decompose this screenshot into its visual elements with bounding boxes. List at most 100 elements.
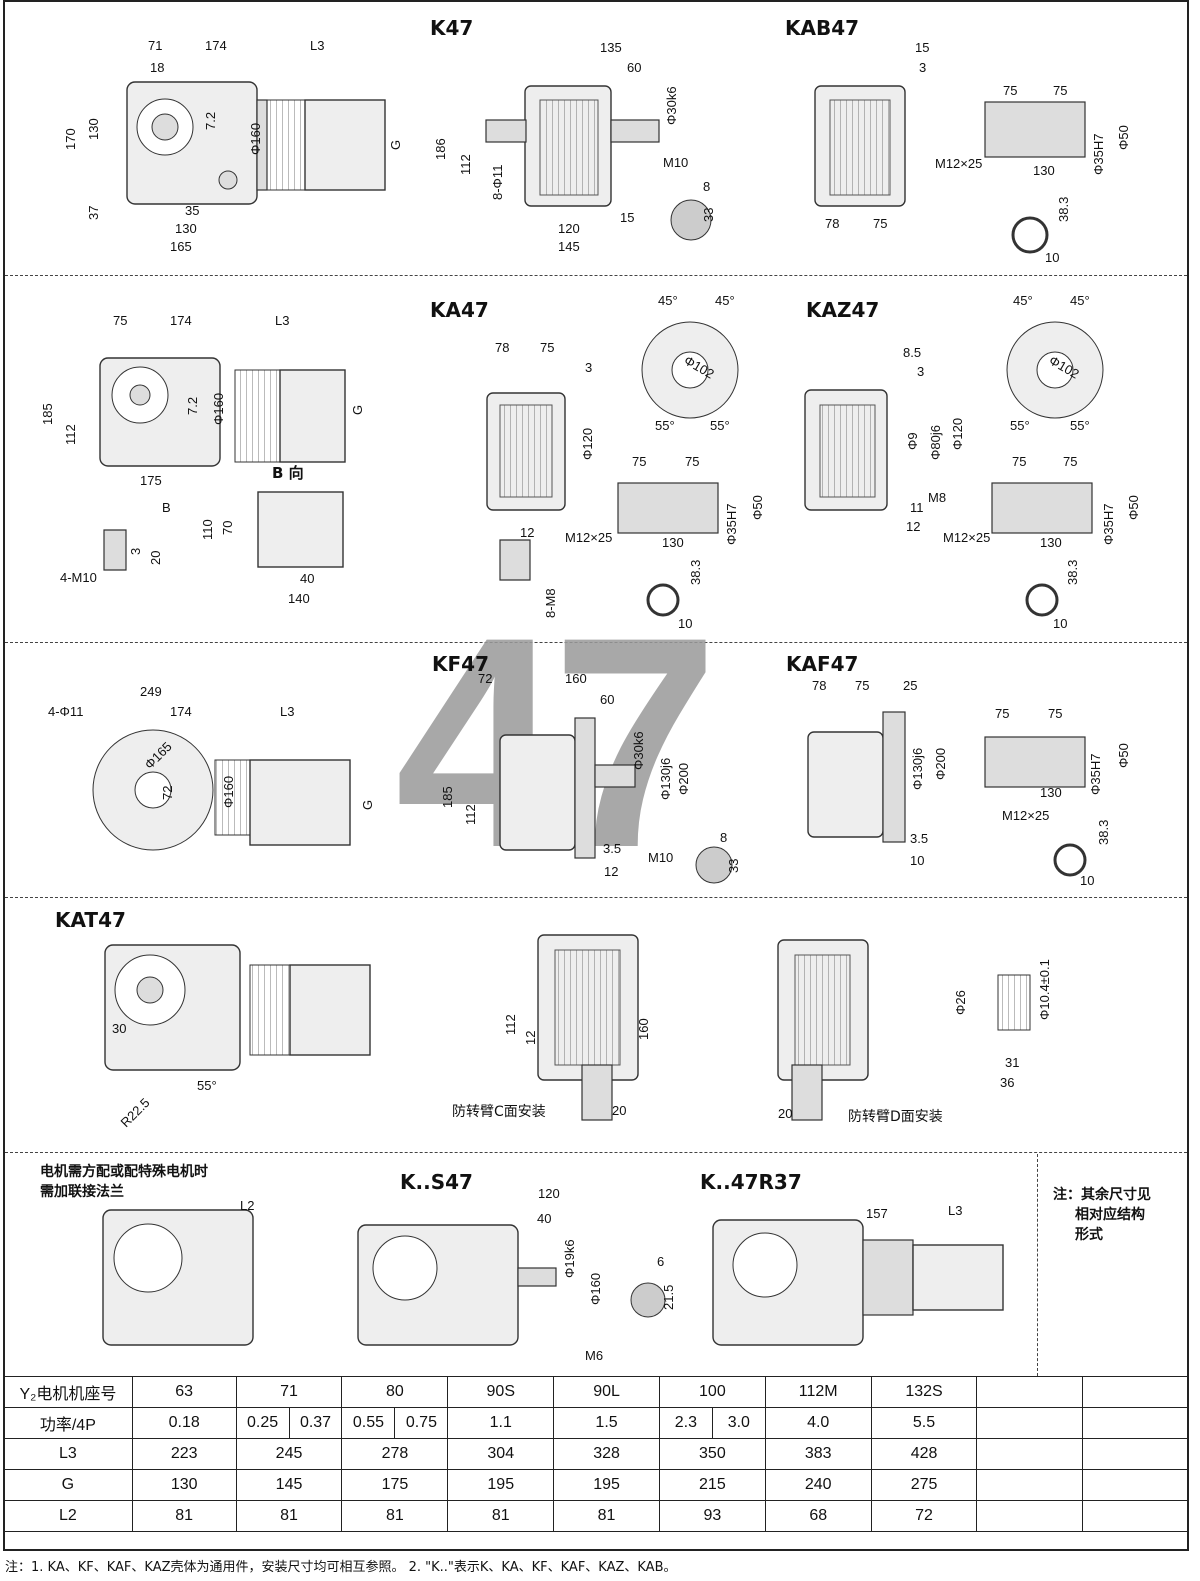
dimension-text: 75: [540, 340, 554, 355]
dimension-text: 40: [300, 571, 314, 586]
dimension-text: 170: [63, 128, 78, 150]
dimension-text: Φ130j6: [658, 758, 673, 800]
table-cell: [976, 1407, 1084, 1439]
footnote: 注：1. KA、KF、KAF、KAZ壳体为通用件，安装尺寸均可相互参照。 2. …: [5, 1560, 677, 1575]
dimension-text: Φ35H7: [1088, 754, 1103, 795]
table-cell: 63: [131, 1376, 237, 1408]
dimension-text: Φ10.4±0.1: [1037, 959, 1052, 1020]
dimension-text: M10: [648, 850, 673, 865]
dimension-text: 55°: [1070, 418, 1090, 433]
section-divider: [5, 897, 1187, 898]
dimension-text: Φ30k6: [631, 731, 646, 770]
dimension-text: G: [388, 140, 403, 150]
dimension-text: 38.3: [1056, 197, 1071, 222]
dimension-text: 60: [600, 692, 614, 707]
dimension-text: 45°: [1070, 293, 1090, 308]
kaz47-front: [804, 321, 1104, 617]
row-header: 功率/4P: [3, 1407, 133, 1439]
dimension-text: 10: [910, 853, 924, 868]
dimension-text: Φ200: [933, 748, 948, 780]
table-cell: 240: [764, 1469, 872, 1501]
dimension-text: 72: [160, 786, 175, 800]
dimension-text: R22.5: [118, 1095, 153, 1130]
dimension-text: 130: [1033, 163, 1055, 178]
dimension-text: M12×25: [943, 530, 990, 545]
dimension-text: 8-Φ11: [490, 165, 505, 200]
dimension-text: 3.5: [603, 841, 621, 856]
row-header: G: [3, 1469, 133, 1501]
dimension-text: M12×25: [935, 156, 982, 171]
dimension-text: 186: [433, 138, 448, 160]
dimension-text: 165: [170, 239, 192, 254]
dimension-text: 3: [128, 548, 143, 555]
dimension-text: 7.2: [185, 397, 200, 415]
dimension-text: 38.3: [1065, 560, 1080, 585]
dimension-text: 185: [440, 786, 455, 808]
dimension-text: 7.2: [203, 112, 218, 130]
table-cell: [1082, 1500, 1189, 1532]
table-subcell: 2.3: [660, 1408, 713, 1438]
dimension-text: 35: [185, 203, 199, 218]
table-cell: 1.5: [553, 1407, 660, 1439]
dimension-text: 55°: [655, 418, 675, 433]
table-cell: 195: [447, 1469, 555, 1501]
table-subcell: 0.25: [237, 1408, 290, 1438]
dimension-text: 174: [170, 313, 192, 328]
kaf47-front: [807, 711, 1087, 877]
dimension-text: 174: [205, 38, 227, 53]
dimension-text: 75: [855, 678, 869, 693]
dimension-text: 8: [720, 830, 727, 845]
dimension-text: B: [162, 500, 171, 515]
table-cell: 81: [553, 1500, 660, 1532]
dimension-text: 75: [1012, 454, 1026, 469]
dimension-text: 60: [627, 60, 641, 75]
table-cell: 130: [131, 1469, 237, 1501]
dimension-text: 3: [585, 360, 592, 375]
dimension-text: G: [350, 405, 365, 415]
table-subcell: 0.75: [405, 1414, 437, 1431]
label-ks47: K..S47: [400, 1170, 473, 1194]
table-cell: 428: [870, 1438, 978, 1470]
dimension-text: 40: [537, 1211, 551, 1226]
dimension-text: Φ50: [1116, 125, 1131, 150]
dimension-text: 75: [1053, 83, 1067, 98]
dimension-text: Φ130j6: [910, 748, 925, 790]
row-header: Y₂电机机座号: [3, 1376, 133, 1408]
dimension-text: 75: [685, 454, 699, 469]
dimension-text: 75: [1003, 83, 1017, 98]
table-cell: 71: [235, 1376, 343, 1408]
dimension-text: 15: [620, 210, 634, 225]
dimension-text: 75: [1063, 454, 1077, 469]
dimension-text: 75: [632, 454, 646, 469]
drawing-sheet: [3, 0, 1189, 1551]
dimension-text: G: [360, 800, 375, 810]
dimension-text: 55°: [1010, 418, 1030, 433]
table-cell: 145: [235, 1469, 343, 1501]
ka47-gearbox: [99, 357, 346, 571]
section-divider: [5, 1152, 1187, 1153]
dimension-text: M10: [663, 155, 688, 170]
label-ka47: KA47: [430, 298, 489, 322]
dimension-text: 78: [812, 678, 826, 693]
dimension-text: 75: [995, 706, 1009, 721]
dimension-text: 21.5: [661, 1285, 676, 1310]
dimension-text: Φ35H7: [724, 504, 739, 545]
dimension-text: 20: [148, 551, 163, 565]
table-cell: 278: [341, 1438, 449, 1470]
dimension-text: 160: [636, 1018, 651, 1040]
dimension-text: Φ9: [905, 432, 920, 450]
caption-arm-d: 防转臂D面安装: [848, 1109, 943, 1125]
section-divider: [5, 275, 1187, 276]
caption-arm-c: 防转臂C面安装: [452, 1104, 546, 1120]
row-header: L2: [3, 1500, 133, 1532]
dimension-text: Φ120: [950, 418, 965, 450]
ka47-front: [486, 321, 739, 617]
table-cell: 383: [764, 1438, 872, 1470]
dimension-text: Φ35H7: [1101, 504, 1116, 545]
table-cell: 215: [658, 1469, 766, 1501]
dimension-text: 3.5: [910, 831, 928, 846]
